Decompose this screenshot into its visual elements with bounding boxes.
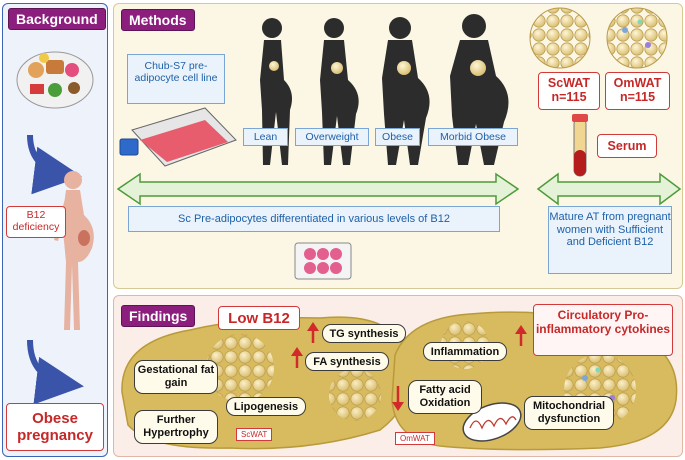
red-arrows	[291, 322, 527, 411]
fat-tissue-icon	[470, 60, 486, 76]
scwat-tissue-icon	[529, 7, 591, 69]
flow-arrow-icon	[27, 339, 84, 405]
fat-tissue-icon	[269, 61, 279, 71]
background-title: Background	[8, 8, 106, 30]
overweight-label: Overweight	[295, 128, 369, 146]
omwat-tissue-icon	[606, 7, 668, 69]
obese-label: Obese	[375, 128, 420, 146]
fat-cells-icon	[206, 334, 274, 402]
low-b12-label: Low B12	[218, 306, 300, 330]
pregnant-woman-icon	[54, 171, 94, 330]
differentiation-label: Sc Pre-adipocytes differentiated in vari…	[128, 206, 500, 232]
methods-title: Methods	[121, 9, 195, 31]
fetus-icon	[78, 230, 90, 246]
inflammation-label: Inflammation	[423, 342, 507, 361]
morbid-obese-label: Morbid Obese	[428, 128, 518, 146]
mature-at-label: Mature AT from pregnant women with Suffi…	[548, 206, 672, 274]
fa-synthesis-label: FA synthesis	[305, 352, 389, 371]
fat-tissue-icon	[397, 61, 411, 75]
well-plate-icon	[294, 242, 352, 280]
omwat-tag: OmWAT	[395, 432, 435, 445]
flow-arrow-icon	[27, 134, 82, 195]
serum-label: Serum	[597, 134, 657, 158]
omwat-label: OmWAT n=115	[605, 72, 670, 110]
gestational-fat-gain-label: Gestational fat gain	[134, 360, 218, 394]
cell-culture-flask-icon	[119, 107, 237, 167]
lipogenesis-label: Lipogenesis	[226, 397, 306, 416]
double-arrow-left-icon	[116, 172, 520, 206]
tg-synthesis-label: TG synthesis	[322, 324, 406, 343]
fat-cells-icon	[329, 369, 381, 421]
cell-line-label: Chub-S7 pre-adipocyte cell line	[127, 54, 225, 104]
findings-title: Findings	[121, 305, 196, 327]
fatty-acid-oxidation-label: Fatty acid Oxidation	[408, 380, 482, 414]
scwat-tag: ScWAT	[236, 428, 273, 441]
mitochondrial-dysfunction-label: Mitochondrial dysfunction	[524, 396, 614, 430]
b12-deficiency-label: B12 deficiency	[6, 206, 66, 238]
double-arrow-right-icon	[536, 172, 682, 206]
lean-label: Lean	[243, 128, 288, 146]
scwat-label: ScWAT n=115	[538, 72, 600, 110]
circulatory-cytokines-label: Circulatory Pro-inflammatory cytokines	[533, 304, 673, 356]
fat-tissue-icon	[331, 62, 343, 74]
obese-pregnancy-label: Obese pregnancy	[6, 403, 104, 451]
further-hypertrophy-label: Further Hypertrophy	[134, 410, 218, 444]
serum-tube-icon	[572, 114, 588, 177]
food-plate-icon	[16, 51, 94, 109]
